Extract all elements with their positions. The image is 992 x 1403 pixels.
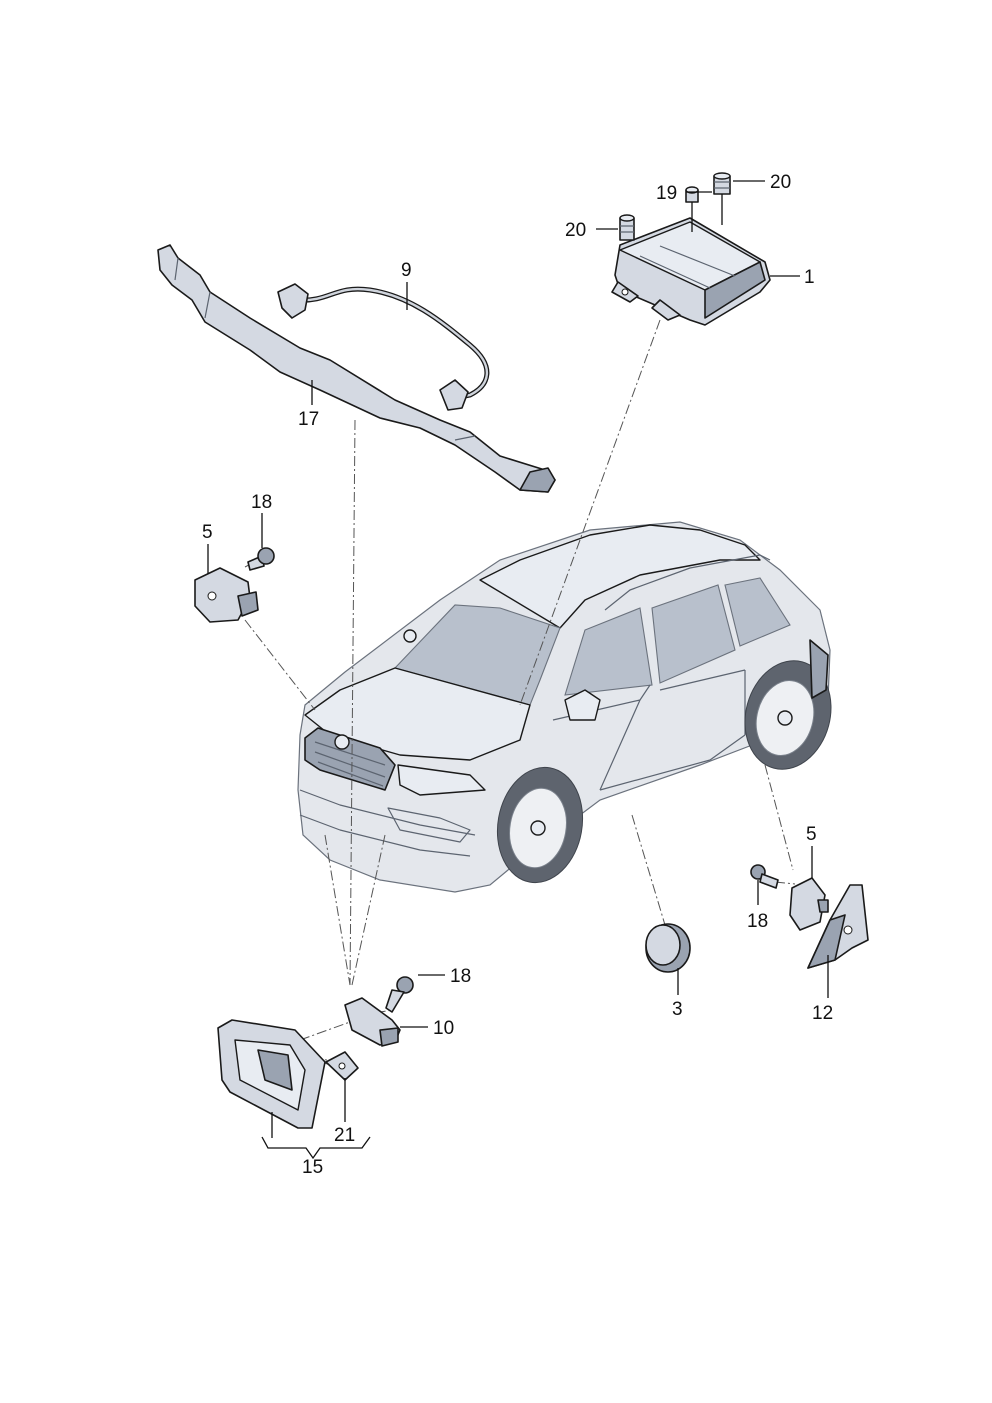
callout-5-left: 5 [202,522,213,543]
vehicle-illustration [297,521,832,893]
part-20-bolt-left [619,214,635,241]
part-3-cap [645,923,691,973]
part-12-bracket [807,884,869,969]
part-9-wiring-harness [277,283,490,411]
part-18-screw-left [247,547,275,571]
part-18-screw-front [385,976,414,1013]
part-17-bracket [157,244,556,493]
part-5-sensor-right [789,877,829,931]
callout-10: 10 [433,1018,454,1039]
part-5-sensor-left [194,567,259,623]
callout-18-front: 18 [450,966,471,987]
callout-3: 3 [672,999,683,1020]
part-19-nut [685,186,699,203]
callout-19: 19 [656,183,677,204]
reference-lines [244,319,796,1069]
bolt-guide-lines [691,194,723,232]
part-10-sensor-front [344,997,401,1047]
callout-12: 12 [812,1003,833,1024]
callout-17: 17 [298,409,319,430]
callout-20-left: 20 [565,220,586,241]
callout-18-left: 18 [251,492,272,513]
callout-labels: 1 19 20 20 9 17 18 5 5 18 3 12 18 10 21 … [202,172,833,1178]
callout-20-top: 20 [770,172,791,193]
part-1-control-unit [611,217,771,326]
callout-21: 21 [334,1125,355,1146]
leader-lines [207,180,829,1160]
callout-15: 15 [302,1157,323,1178]
part-18-screw-right [750,864,779,889]
part-15-housing [217,1019,326,1129]
callout-5-right: 5 [806,824,817,845]
callout-18-right: 18 [747,911,768,932]
part-20-bolt-top [713,172,731,195]
callout-1: 1 [804,267,815,288]
part-21-clip [325,1051,359,1081]
callout-9: 9 [401,260,412,281]
